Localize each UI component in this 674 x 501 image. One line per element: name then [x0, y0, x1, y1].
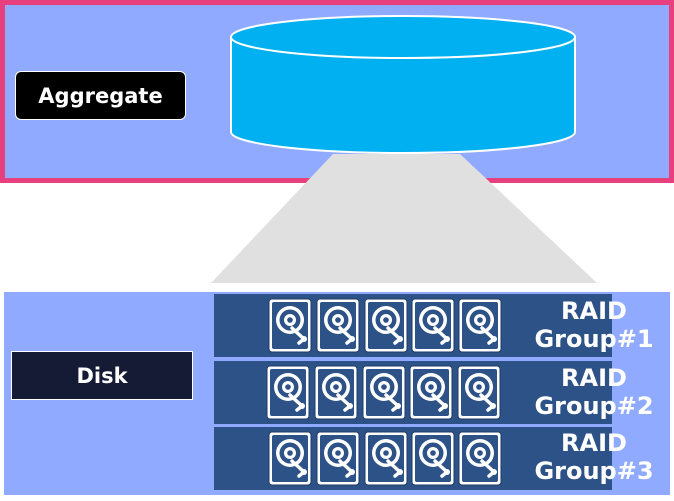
hard-drive-icon	[316, 298, 360, 353]
hard-drive-icon	[458, 298, 502, 353]
raid-group-3-label-line2: Group#3	[534, 457, 654, 485]
hard-drive-icon	[314, 365, 358, 420]
hard-drive-icon	[411, 431, 455, 486]
raid-group-2	[214, 361, 612, 424]
raid-group-3-label: RAID Group#3	[526, 429, 662, 485]
raid-group-3	[214, 427, 612, 490]
hard-drive-icon	[409, 365, 453, 420]
aggregate-label: Aggregate	[15, 71, 186, 120]
hard-drive-icon	[458, 431, 502, 486]
raid-group-2-label-line1: RAID	[561, 364, 627, 392]
disk-label: Disk	[11, 351, 193, 400]
raid-group-3-label-line1: RAID	[561, 429, 627, 457]
hard-drive-icon	[362, 365, 406, 420]
aggregate-diagram	[211, 15, 597, 283]
raid-group-2-label: RAID Group#2	[526, 364, 662, 420]
cylinder-icon	[230, 15, 576, 154]
raid-group-1-label-line2: Group#1	[534, 325, 654, 353]
raid-group-1-label-line1: RAID	[561, 297, 627, 325]
hard-drive-icon	[316, 431, 360, 486]
raid-group-1-label: RAID Group#1	[526, 297, 662, 353]
hard-drive-icon	[364, 431, 408, 486]
raid-group-1	[214, 294, 612, 357]
funnel-connector	[211, 154, 597, 283]
hard-drive-icon	[266, 365, 310, 420]
raid-group-2-label-line2: Group#2	[534, 392, 654, 420]
hard-drive-icon	[364, 298, 408, 353]
hard-drive-icon	[457, 365, 501, 420]
hard-drive-icon	[411, 298, 455, 353]
hard-drive-icon	[268, 298, 312, 353]
hard-drive-icon	[268, 431, 312, 486]
